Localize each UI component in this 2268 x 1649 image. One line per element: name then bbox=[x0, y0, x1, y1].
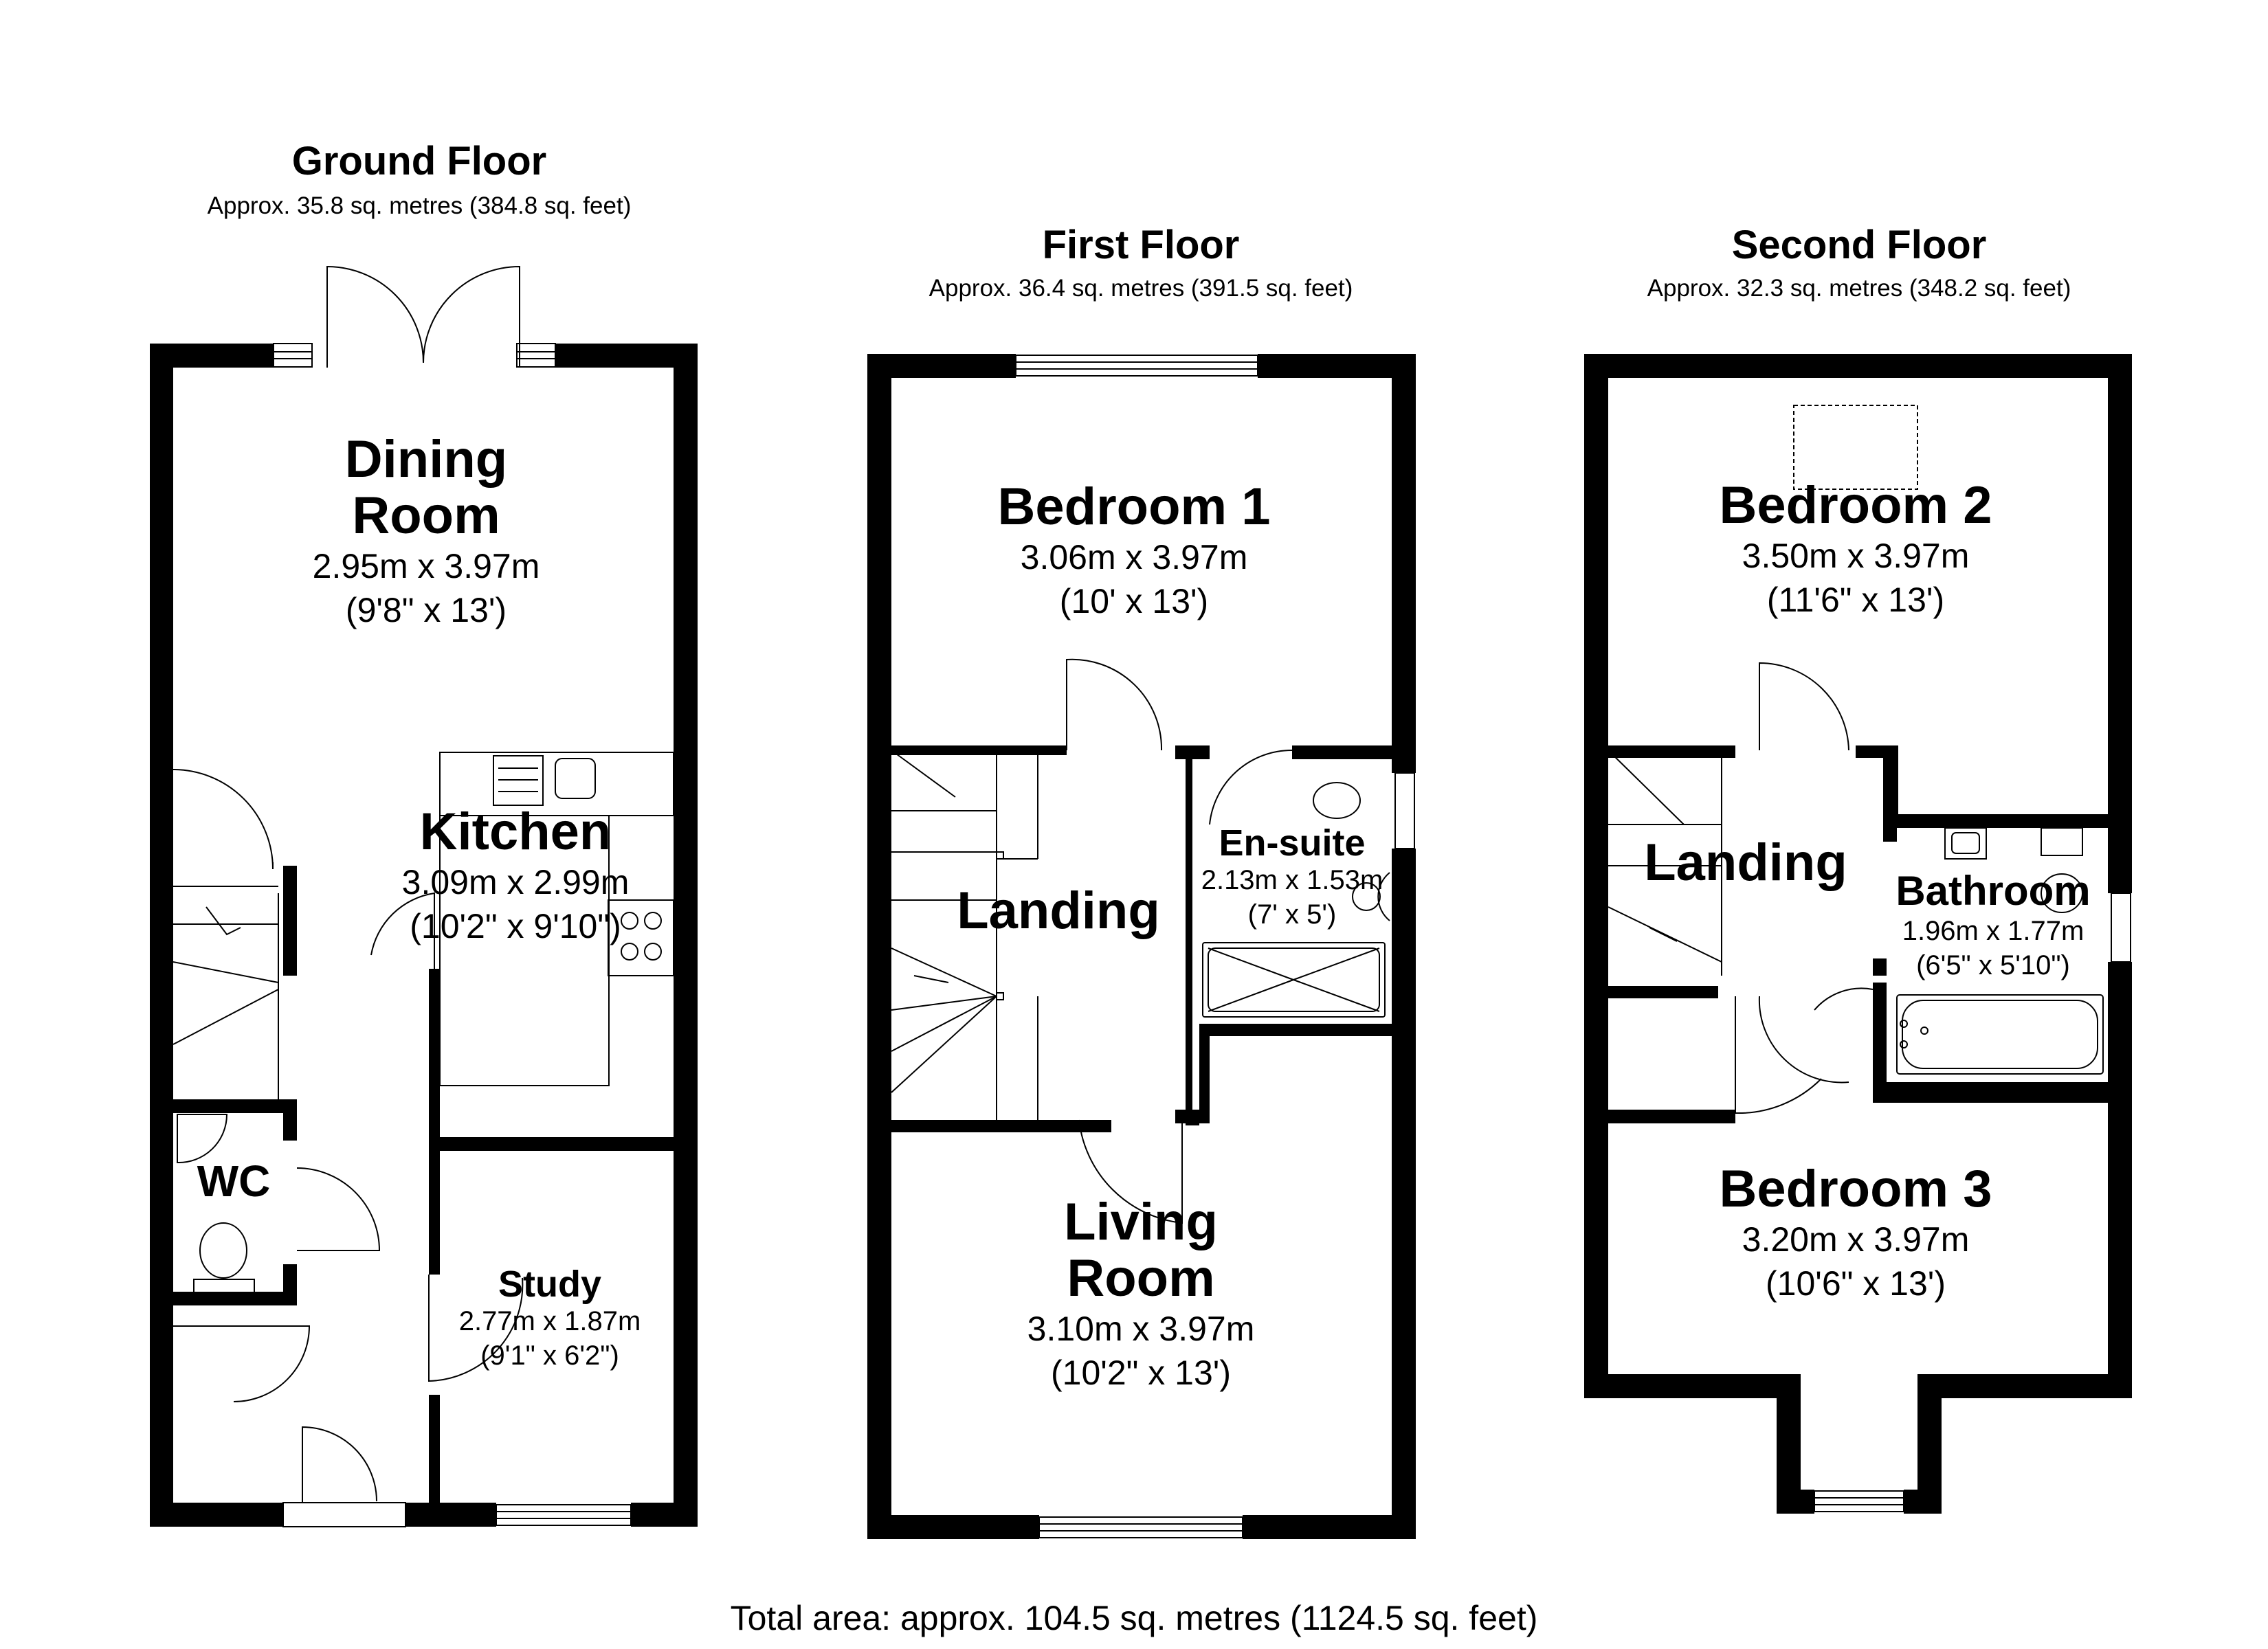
kitchen-label: Kitchen 3.09m x 2.99m (10'2" x 9'10") bbox=[337, 803, 694, 948]
ensuite-name: En-suite bbox=[1219, 822, 1366, 864]
bedroom3-metric: 3.20m x 3.97m bbox=[1742, 1220, 1970, 1259]
ensuite-imperial: (7' x 5') bbox=[1247, 899, 1337, 930]
bedroom1-imperial: (10' x 13') bbox=[1059, 582, 1209, 621]
bedroom3-name: Bedroom 3 bbox=[1719, 1160, 1992, 1218]
dining-room-name: Dining Room bbox=[344, 430, 508, 546]
dining-room-imperial: (9'8" x 13') bbox=[345, 591, 507, 630]
second-outer-walls bbox=[1584, 354, 2132, 1514]
study-metric: 2.77m x 1.87m bbox=[458, 1306, 641, 1337]
ground-floor-plan bbox=[150, 265, 698, 1528]
first-floor-title: First Floor bbox=[1042, 223, 1240, 267]
second-landing-name: Landing bbox=[1644, 833, 1847, 892]
bathroom-name: Bathroom bbox=[1895, 868, 2091, 914]
bathroom-imperial: (6'5" x 5'10") bbox=[1916, 950, 2070, 980]
first-floor-area: Approx. 36.4 sq. metres (391.5 sq. feet) bbox=[929, 275, 1353, 302]
total-area: Total area: approx. 104.5 sq. metres (11… bbox=[730, 1599, 1538, 1637]
bathroom-label: Bathroom 1.96m x 1.77m (6'5" x 5'10") bbox=[1880, 868, 2106, 983]
ensuite-metric: 2.13m x 1.53m bbox=[1201, 865, 1383, 896]
second-floor-plan bbox=[1584, 354, 2134, 1516]
bedroom1-label: Bedroom 1 3.06m x 3.97m (10' x 13') bbox=[948, 478, 1320, 623]
front-door bbox=[302, 1426, 377, 1503]
dining-room-label: Dining Room 2.95m x 3.97m (9'8" x 13') bbox=[241, 431, 612, 632]
bedroom2-name: Bedroom 2 bbox=[1719, 476, 1992, 535]
kitchen-imperial: (10'2" x 9'10") bbox=[410, 907, 621, 946]
bedroom3-label: Bedroom 3 3.20m x 3.97m (10'6" x 13') bbox=[1670, 1160, 2041, 1305]
kitchen-metric: 3.09m x 2.99m bbox=[401, 863, 630, 902]
bathroom-toilet bbox=[2041, 873, 2083, 913]
second-floor-title: Second Floor bbox=[1731, 223, 1987, 267]
first-landing-name: Landing bbox=[957, 882, 1160, 940]
first-floor-plan bbox=[867, 352, 1418, 1541]
living-room-metric: 3.10m x 3.97m bbox=[1027, 1310, 1255, 1349]
first-stairs bbox=[891, 750, 1038, 1123]
living-room-label: Living Room 3.10m x 3.97m (10'2" x 13') bbox=[948, 1193, 1333, 1395]
french-doors bbox=[326, 265, 520, 368]
bedroom2-metric: 3.50m x 3.97m bbox=[1742, 537, 1970, 576]
ground-floor-title: Ground Floor bbox=[291, 139, 547, 183]
ground-floor-area: Approx. 35.8 sq. metres (384.8 sq. feet) bbox=[207, 192, 632, 219]
bedroom1-name: Bedroom 1 bbox=[997, 478, 1271, 536]
ensuite-label: En-suite 2.13m x 1.53m (7' x 5') bbox=[1189, 823, 1395, 932]
bedroom1-metric: 3.06m x 3.97m bbox=[1020, 538, 1248, 577]
kitchen-units bbox=[439, 752, 674, 1086]
wc-name: WC bbox=[197, 1156, 271, 1206]
kitchen-name: Kitchen bbox=[419, 803, 612, 861]
bedroom2-label: Bedroom 2 3.50m x 3.97m (11'6" x 13') bbox=[1670, 476, 2041, 622]
second-floor-area: Approx. 32.3 sq. metres (348.2 sq. feet) bbox=[1647, 275, 2071, 302]
study-name: Study bbox=[498, 1264, 601, 1305]
ensuite-toilet bbox=[1313, 782, 1361, 819]
living-room-imperial: (10'2" x 13') bbox=[1051, 1354, 1231, 1393]
bedroom3-imperial: (10'6" x 13') bbox=[1766, 1264, 1946, 1303]
wc-toilet bbox=[199, 1222, 247, 1279]
ground-stairs bbox=[173, 769, 279, 1099]
dining-room-metric: 2.95m x 3.97m bbox=[312, 547, 540, 586]
second-stairs bbox=[1608, 750, 1722, 976]
bedroom2-imperial: (11'6" x 13') bbox=[1766, 581, 1945, 620]
study-label: Study 2.77m x 1.87m (9'1" x 6'2") bbox=[426, 1264, 674, 1373]
study-imperial: (9'1" x 6'2") bbox=[480, 1340, 619, 1371]
bathroom-metric: 1.96m x 1.77m bbox=[1902, 915, 2084, 946]
living-room-name: Living Room bbox=[1064, 1193, 1218, 1308]
